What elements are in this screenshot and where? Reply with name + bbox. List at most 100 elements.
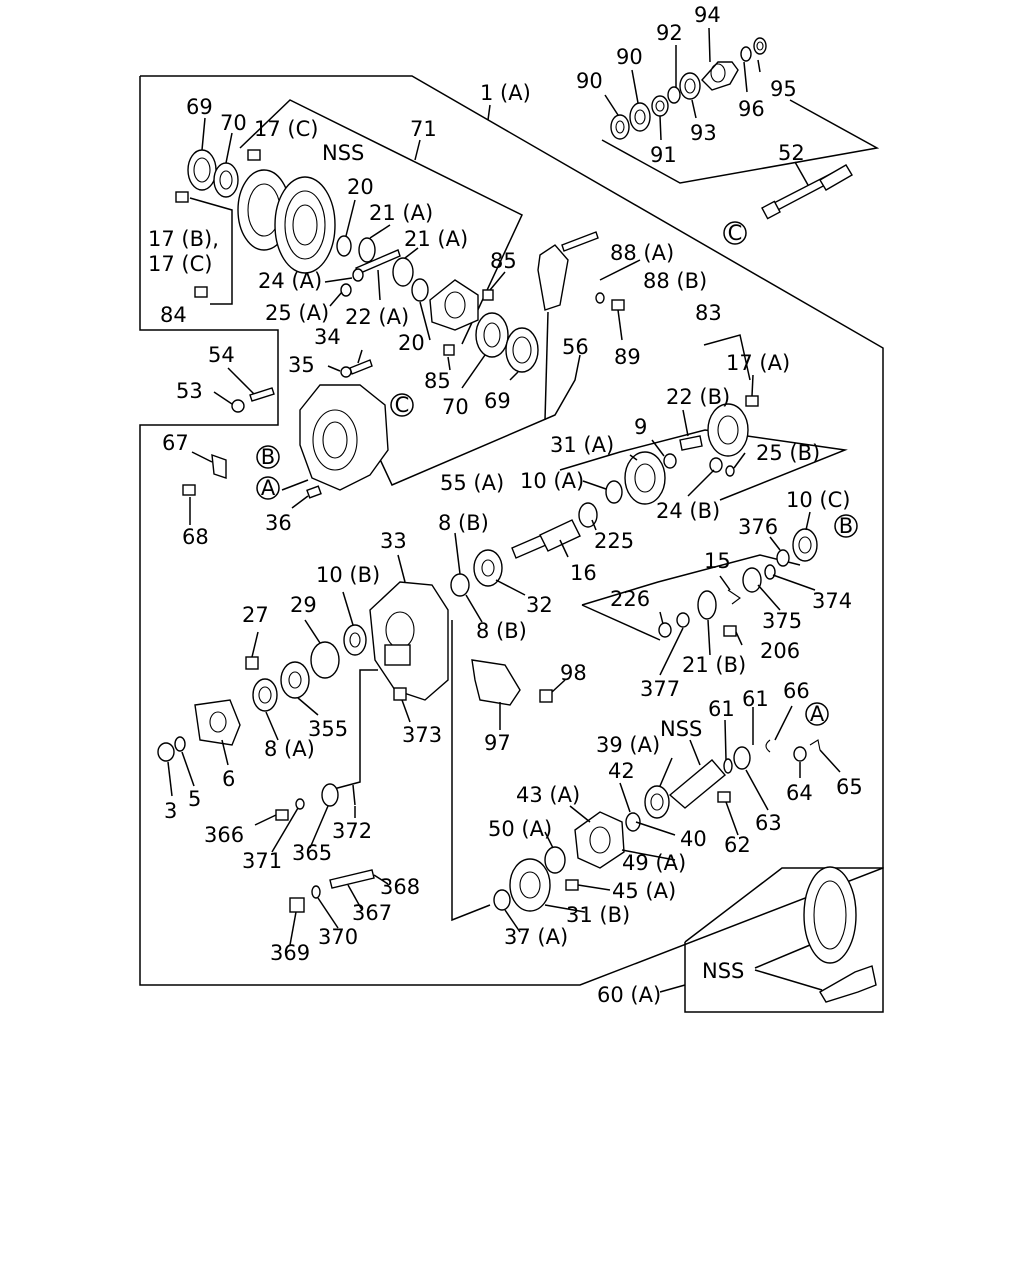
bearing-375-icon — [742, 567, 762, 593]
label-27: 27 — [242, 603, 269, 627]
label-31a: 31 (A) — [550, 433, 614, 457]
label-17bc-1: 17 (B), — [148, 227, 219, 251]
label-54: 54 — [208, 343, 235, 367]
bearing-90-right-icon — [629, 102, 651, 132]
label-53: 53 — [176, 379, 203, 403]
washer-376-icon — [776, 549, 790, 567]
leader-lines — [167, 27, 841, 993]
label-370: 370 — [318, 925, 358, 949]
label-63: 63 — [755, 811, 782, 835]
bolt-85-top-icon — [482, 289, 494, 301]
label-25a: 25 (A) — [265, 301, 329, 325]
pin-372-icon — [352, 784, 356, 806]
gasket-29-icon — [310, 641, 340, 679]
ring-gear-nss-icon — [274, 176, 336, 274]
nut-3-icon — [157, 742, 175, 762]
label-89: 89 — [614, 345, 641, 369]
label-nss-ring: NSS — [322, 141, 364, 165]
seal-8a-icon — [252, 678, 278, 712]
bearing-cap-56-icon — [537, 244, 569, 311]
plug-369-icon — [289, 897, 305, 913]
bearing-10b-icon — [343, 624, 367, 656]
group-15-lower — [581, 604, 661, 641]
ring-92-icon — [667, 86, 681, 104]
bearing-93-icon — [679, 72, 701, 100]
label-97: 97 — [484, 731, 511, 755]
label-24a: 24 (A) — [258, 269, 322, 293]
bolt-206-icon — [723, 625, 737, 637]
bolt-27-icon — [245, 656, 259, 670]
ref-circle-c-top: C — [723, 221, 747, 245]
label-90-right: 90 — [616, 45, 643, 69]
part-labels: 1 (A) 94 92 90 90 95 96 93 91 52 69 70 1… — [148, 3, 863, 1007]
label-6: 6 — [222, 767, 235, 791]
label-375: 375 — [762, 609, 802, 633]
label-65: 65 — [836, 775, 863, 799]
gear-31a-icon — [624, 451, 666, 505]
flange-94-icon — [701, 61, 739, 91]
bearing-10c-icon — [792, 528, 818, 562]
label-96: 96 — [738, 97, 765, 121]
label-17c-top: 17 (C) — [254, 117, 318, 141]
ring-gear-60a-icon — [803, 866, 857, 964]
label-67: 67 — [162, 431, 189, 455]
thrust-24a-icon — [352, 268, 364, 282]
label-84: 84 — [160, 303, 187, 327]
label-33: 33 — [380, 529, 407, 553]
shift-fork-97-icon — [471, 659, 521, 706]
label-22b: 22 (B) — [666, 385, 730, 409]
washer-226-icon — [658, 622, 672, 638]
bolt-17c-top-icon — [247, 149, 261, 161]
label-62: 62 — [724, 833, 751, 857]
bolt-89-icon — [611, 299, 625, 311]
label-377: 377 — [640, 677, 680, 701]
svg-text:C: C — [395, 393, 410, 417]
label-29: 29 — [290, 593, 317, 617]
bolt-45a-icon — [565, 879, 579, 891]
group-83-bracket — [703, 334, 751, 381]
ref-circle-a-right: A — [805, 702, 829, 726]
label-8a: 8 (A) — [264, 737, 315, 761]
washer-24b-icon — [709, 457, 723, 473]
label-69-bottom: 69 — [484, 389, 511, 413]
bearing-225-icon — [578, 502, 598, 528]
label-365: 365 — [292, 841, 332, 865]
nut-64-icon — [793, 746, 807, 762]
label-88b: 88 (B) — [643, 269, 707, 293]
gear-31b-icon — [509, 858, 551, 912]
pinion-nss-icon — [668, 759, 726, 809]
washer-25a-icon — [340, 283, 352, 297]
group-55a-bracket — [377, 354, 581, 486]
label-68: 68 — [182, 525, 209, 549]
label-3: 3 — [164, 799, 177, 823]
label-21a-2: 21 (A) — [404, 227, 468, 251]
label-9: 9 — [634, 415, 647, 439]
label-17bc-2: 17 (C) — [148, 252, 212, 276]
diff-case-83-icon — [707, 403, 749, 457]
bearing-70-bottom-icon — [475, 312, 509, 358]
carrier-housing-55a-icon — [299, 384, 389, 491]
label-24b: 24 (B) — [656, 499, 720, 523]
clip-15-icon — [727, 589, 741, 605]
washer-96-icon — [740, 46, 752, 62]
bolt-98-icon — [539, 689, 553, 703]
label-32: 32 — [526, 593, 553, 617]
shaft-52-icon — [761, 164, 853, 220]
shaft-16-icon — [511, 519, 581, 559]
label-94: 94 — [694, 3, 721, 27]
stud-54-icon — [249, 387, 275, 402]
label-1a: 1 (A) — [480, 81, 531, 105]
label-31b: 31 (B) — [566, 903, 630, 927]
clip-65-icon — [809, 739, 821, 751]
shim-61-icon — [723, 758, 733, 774]
label-70-bottom: 70 — [442, 395, 469, 419]
bearing-39a-icon — [644, 785, 670, 819]
spacer-42-icon — [625, 812, 641, 832]
washer-9-icon — [663, 453, 677, 469]
svg-text:B: B — [261, 445, 275, 469]
label-372: 372 — [332, 819, 372, 843]
label-98: 98 — [560, 661, 587, 685]
group-33-left — [329, 669, 378, 791]
label-16: 16 — [570, 561, 597, 585]
bolt-84-icon — [194, 286, 208, 298]
